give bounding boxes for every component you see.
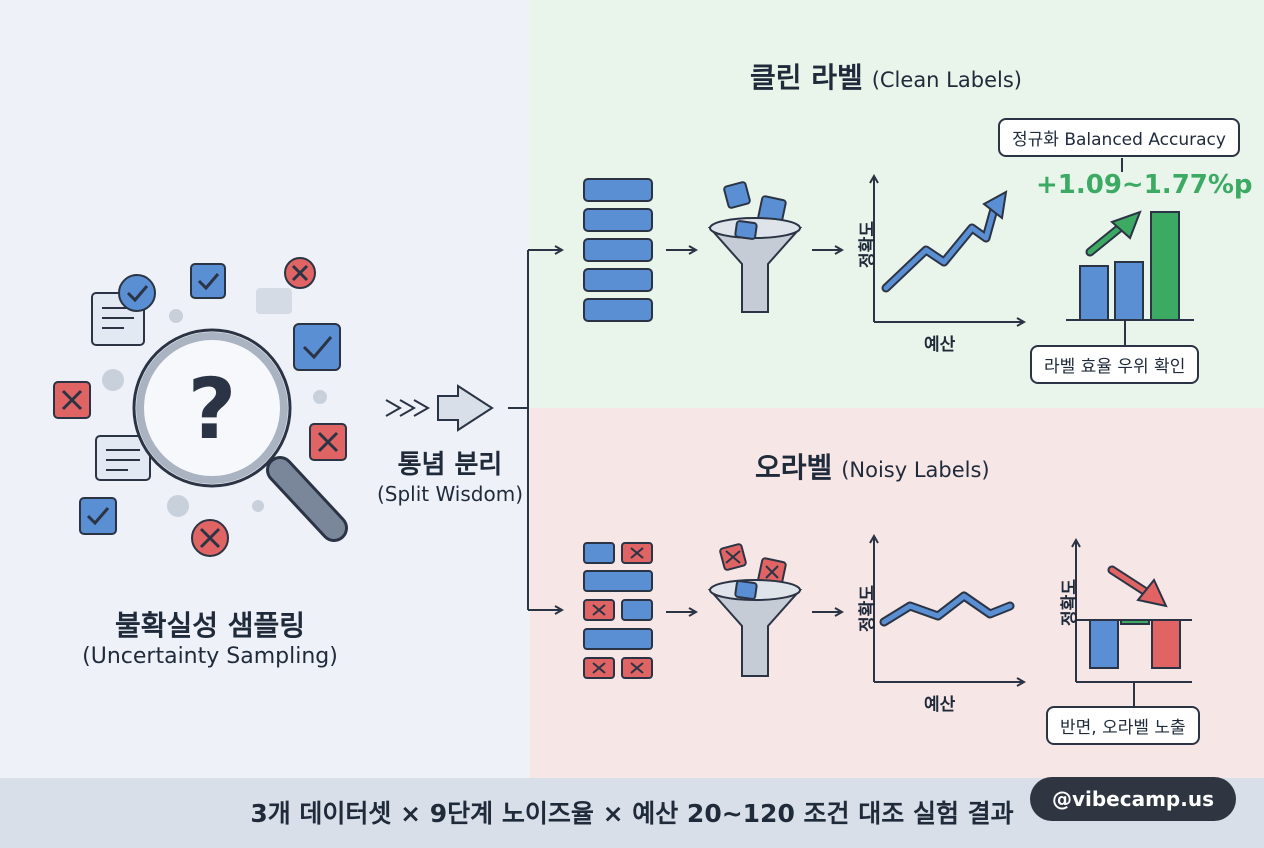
funnel-icon [707, 181, 803, 313]
noisy-y-axis-label: 정확도 [857, 585, 878, 632]
center-subtitle: (Split Wisdom) [376, 482, 524, 506]
noisy-line-chart [874, 536, 1024, 682]
noisy-header: 오라벨 (Noisy Labels) [755, 446, 990, 486]
gain-value: +1.09~1.77%p [1036, 170, 1253, 200]
clean-data-stack [583, 178, 653, 322]
footer-caption: 3개 데이터셋 × 9단계 노이즈율 × 예산 20~120 조건 대조 실험 … [250, 799, 1014, 828]
noisy-subtitle: (Noisy Labels) [841, 458, 990, 482]
chevron-arrows-icon [385, 384, 494, 432]
document-icon [95, 435, 151, 481]
check-box-icon [293, 323, 341, 371]
noisy-bar-chart [1076, 540, 1192, 708]
check-box-icon [79, 497, 117, 535]
clean-subtitle: (Clean Labels) [871, 68, 1022, 92]
clean-bar-chart [1066, 158, 1194, 346]
branch-connector [508, 250, 562, 610]
check-circle-icon [118, 274, 156, 312]
clean-x-axis-label: 예산 [924, 335, 956, 355]
uncertainty-illustration: ? [53, 257, 348, 557]
clean-header: 클린 라벨 (Clean Labels) [750, 56, 1022, 96]
check-box-icon [190, 263, 226, 299]
noisy-conclusion-callout: 반면, 오라벨 노출 [1046, 706, 1200, 745]
noisy-bar-y-axis-label: 정확도 [1059, 579, 1080, 626]
clean-y-axis-label: 정확도 [857, 221, 878, 268]
noisy-data-stack [583, 542, 653, 679]
clean-conclusion-callout: 라벨 효율 우위 확인 [1030, 345, 1200, 384]
left-title: 불확실성 샘플링 [114, 609, 306, 642]
clean-title: 클린 라벨 [750, 61, 863, 94]
x-circle-icon [191, 519, 229, 557]
x-box-icon [53, 381, 91, 419]
x-box-icon [309, 423, 347, 461]
question-mark-icon: ? [188, 360, 237, 458]
left-subtitle: (Uncertainty Sampling) [82, 644, 338, 669]
metric-callout: 정규화 Balanced Accuracy [998, 118, 1240, 157]
magnifier-icon: ? [132, 328, 348, 542]
noisy-title: 오라벨 [755, 451, 833, 484]
watermark-badge: @vibecamp.us [1029, 777, 1236, 821]
noisy-x-axis-label: 예산 [924, 695, 956, 715]
clean-line-chart [874, 176, 1024, 322]
x-circle-icon [284, 257, 316, 289]
clean-labels-panel [530, 0, 1264, 408]
image-placeholder-icon [256, 288, 292, 314]
center-title: 통념 분리 [397, 450, 503, 480]
funnel-icon [707, 543, 803, 677]
